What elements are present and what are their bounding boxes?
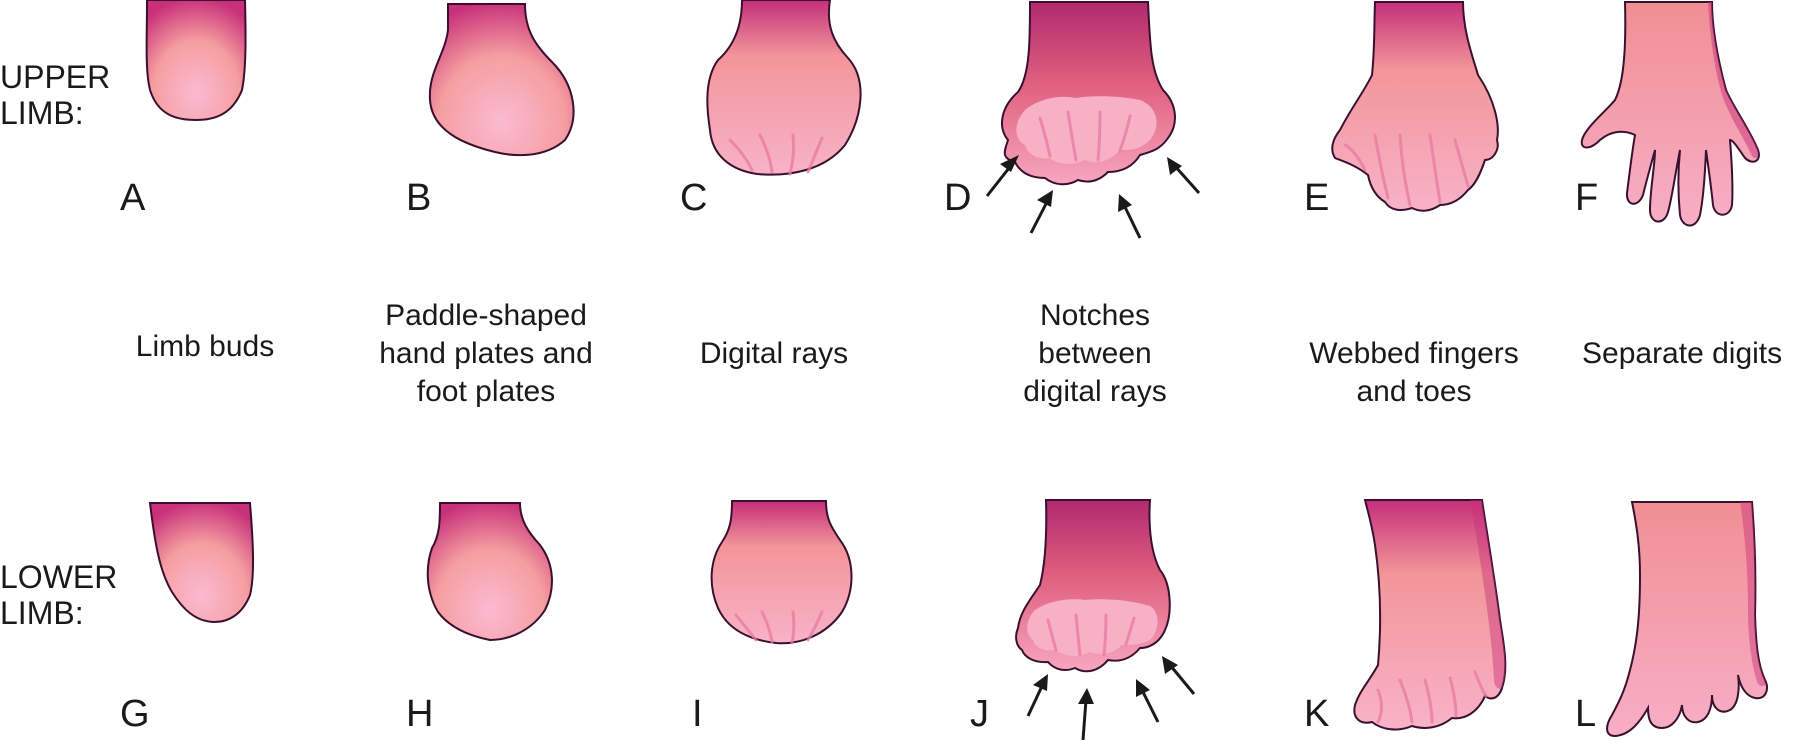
upper-limb-label-line1: UPPER <box>0 59 110 95</box>
arrow-icon <box>1026 674 1048 717</box>
stage-letter-l: L <box>1575 693 1596 735</box>
stage-letter-h: H <box>406 693 433 735</box>
arrow-icon <box>1078 688 1094 740</box>
upper-stage-d-notches <box>1001 1 1176 186</box>
caption-paddle-line2: hand plates and <box>379 337 593 370</box>
lower-stage-j-notches <box>1015 499 1171 673</box>
upper-stage-f-separate-digits <box>1580 1 1760 227</box>
caption-paddle-line1: Paddle-shaped <box>385 299 587 332</box>
caption-digital-rays: Digital rays <box>700 337 848 370</box>
stage-letter-i: I <box>692 693 703 735</box>
upper-stage-c-digital-rays <box>706 0 862 176</box>
upper-limb-label: UPPER LIMB: <box>0 59 110 131</box>
stage-letter-b: B <box>406 177 431 219</box>
stage-letter-a: A <box>120 177 146 219</box>
arrow-icon <box>1136 679 1160 723</box>
caption-notches-line3: digital rays <box>1023 375 1166 408</box>
lower-stage-k-webbed-toes <box>1353 499 1507 731</box>
lower-limb-label-line2: LIMB: <box>0 595 84 631</box>
caption-digital-rays-line1: Digital rays <box>700 337 848 370</box>
stage-letter-j: J <box>970 693 989 735</box>
caption-notches: Notches between digital rays <box>1023 299 1166 408</box>
lower-stage-j-arrows <box>1026 656 1196 740</box>
stage-letter-d: D <box>944 177 971 219</box>
caption-limb-buds: Limb buds <box>136 330 274 363</box>
caption-paddle-line3: foot plates <box>417 375 555 408</box>
upper-stage-b-paddle <box>428 3 575 157</box>
caption-separate-digits: Separate digits <box>1582 337 1782 370</box>
arrow-icon <box>1029 190 1053 234</box>
stage-letter-c: C <box>680 177 707 219</box>
caption-paddle-shaped: Paddle-shaped hand plates and foot plate… <box>379 299 593 408</box>
lower-stage-h-paddle <box>426 502 553 642</box>
stage-letter-e: E <box>1304 177 1329 219</box>
lower-stage-l-separate-digits <box>1606 501 1768 738</box>
stage-letter-k: K <box>1304 693 1329 735</box>
upper-limb-label-line2: LIMB: <box>0 95 84 131</box>
stage-letter-g: G <box>120 693 150 735</box>
caption-webbed: Webbed fingers and toes <box>1309 337 1519 408</box>
lower-stage-g-limb-bud <box>148 502 255 624</box>
arrow-icon <box>1162 656 1196 695</box>
lower-limb-label-line1: LOWER <box>0 559 117 595</box>
upper-stage-e-webbed-fingers <box>1331 0 1499 212</box>
arrow-icon <box>1118 194 1142 239</box>
upper-stage-d-arrows <box>985 155 1201 239</box>
lower-stage-i-digital-rays <box>710 500 853 645</box>
caption-separate-digits-line1: Separate digits <box>1582 337 1782 370</box>
stage-letter-f: F <box>1575 177 1598 219</box>
caption-notches-line2: between <box>1038 337 1151 370</box>
caption-webbed-line2: and toes <box>1356 375 1471 408</box>
arrow-icon <box>985 155 1019 197</box>
caption-webbed-line1: Webbed fingers <box>1309 337 1519 370</box>
lower-limb-label: LOWER LIMB: <box>0 559 117 631</box>
caption-notches-line1: Notches <box>1040 299 1150 332</box>
arrow-icon <box>1167 157 1201 194</box>
upper-stage-a-limb-bud <box>145 0 247 122</box>
caption-limb-buds-line1: Limb buds <box>136 330 274 363</box>
